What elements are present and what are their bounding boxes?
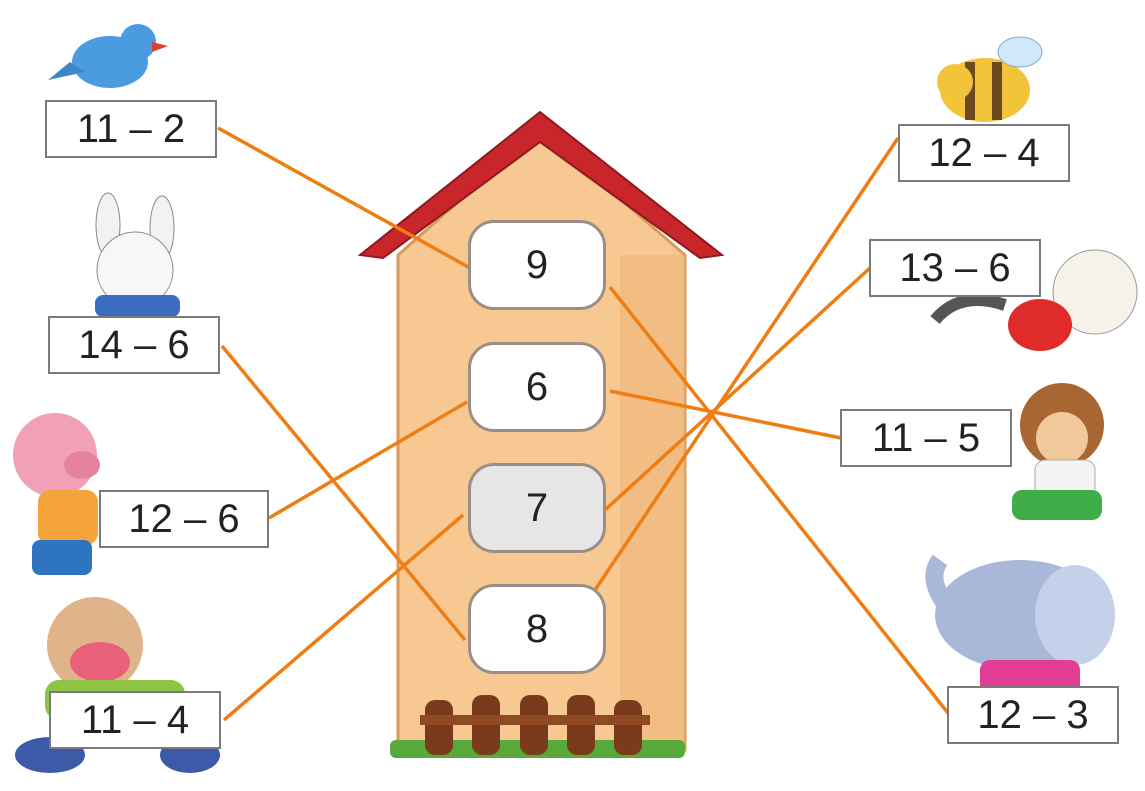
window-9: 9 xyxy=(468,220,606,310)
connector-11-4-to-7 xyxy=(222,513,465,722)
window-6: 6 xyxy=(468,342,606,432)
connector-13-6-to-7 xyxy=(603,266,872,512)
connector-12-6-to-6 xyxy=(268,400,468,520)
fence xyxy=(390,695,685,758)
roof xyxy=(357,110,725,260)
fence-post xyxy=(425,700,453,755)
cat-icon xyxy=(930,249,1138,351)
connector-12-4-to-8 xyxy=(593,137,900,591)
expression-12-3: 12 – 3 xyxy=(947,686,1119,744)
expression-11-2: 11 – 2 xyxy=(45,100,217,158)
expression-13-6: 13 – 6 xyxy=(869,239,1041,297)
window-7: 7 xyxy=(468,463,606,553)
expression-11-4: 11 – 4 xyxy=(49,691,221,749)
pig-icon xyxy=(13,413,100,575)
fence-rail xyxy=(420,715,650,725)
expression-12-6: 12 – 6 xyxy=(99,490,269,548)
expression-11-5: 11 – 5 xyxy=(840,409,1012,467)
connector-lines xyxy=(217,126,950,722)
expression-12-4: 12 – 4 xyxy=(898,124,1070,182)
rabbit-icon xyxy=(95,192,180,317)
connector-14-6-to-8 xyxy=(220,344,467,642)
connector-11-2-to-9 xyxy=(217,126,471,270)
bird-icon xyxy=(48,24,168,88)
expression-14-6: 14 – 6 xyxy=(48,316,220,374)
window-8: 8 xyxy=(468,584,606,674)
bee-icon xyxy=(937,36,1043,122)
fence-post xyxy=(614,700,642,755)
elephant-icon xyxy=(925,554,1115,695)
connector-11-5-to-6 xyxy=(609,389,842,440)
connector-12-3-to-9 xyxy=(608,285,950,715)
monkey-icon xyxy=(1012,383,1104,520)
